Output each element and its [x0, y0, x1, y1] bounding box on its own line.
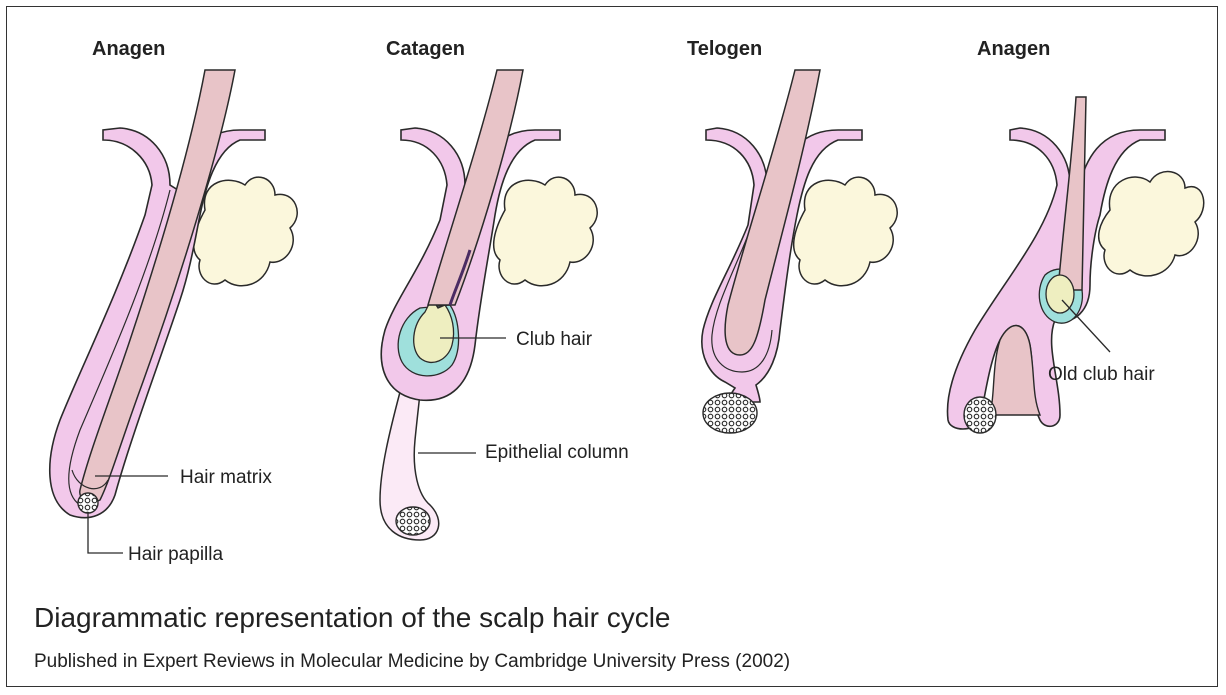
- dermal-papilla-4: [964, 397, 996, 433]
- hair-papilla-leader: [88, 513, 123, 553]
- old-club-hair-leader: [1062, 300, 1110, 352]
- stage-telogen-follicle: [702, 70, 897, 433]
- stage-catagen-follicle: [380, 70, 597, 540]
- dermal-papilla-2: [396, 507, 430, 535]
- hair-cycle-diagram: Hair matrix Hair papilla Club hair Epith…: [0, 0, 1226, 600]
- sebaceous-gland-2: [494, 177, 598, 286]
- club-hair-label: Club hair: [516, 329, 593, 350]
- sebaceous-gland-1: [194, 177, 298, 286]
- diagram-caption: Diagrammatic representation of the scalp…: [34, 602, 671, 634]
- old-club-hair-4: [1046, 275, 1074, 313]
- epithelial-column-label: Epithelial column: [485, 442, 629, 463]
- hair-papilla-label: Hair papilla: [128, 544, 223, 565]
- hair-matrix-label: Hair matrix: [180, 467, 272, 488]
- stage-anagen-follicle: [50, 70, 297, 518]
- dermal-papilla-3: [703, 393, 757, 433]
- hair-papilla-1: [78, 493, 98, 513]
- sebaceous-gland-3: [794, 177, 898, 286]
- sebaceous-gland-4: [1099, 172, 1204, 276]
- source-credit: Published in Expert Reviews in Molecular…: [34, 651, 790, 673]
- old-club-hair-label: Old club hair: [1048, 364, 1155, 385]
